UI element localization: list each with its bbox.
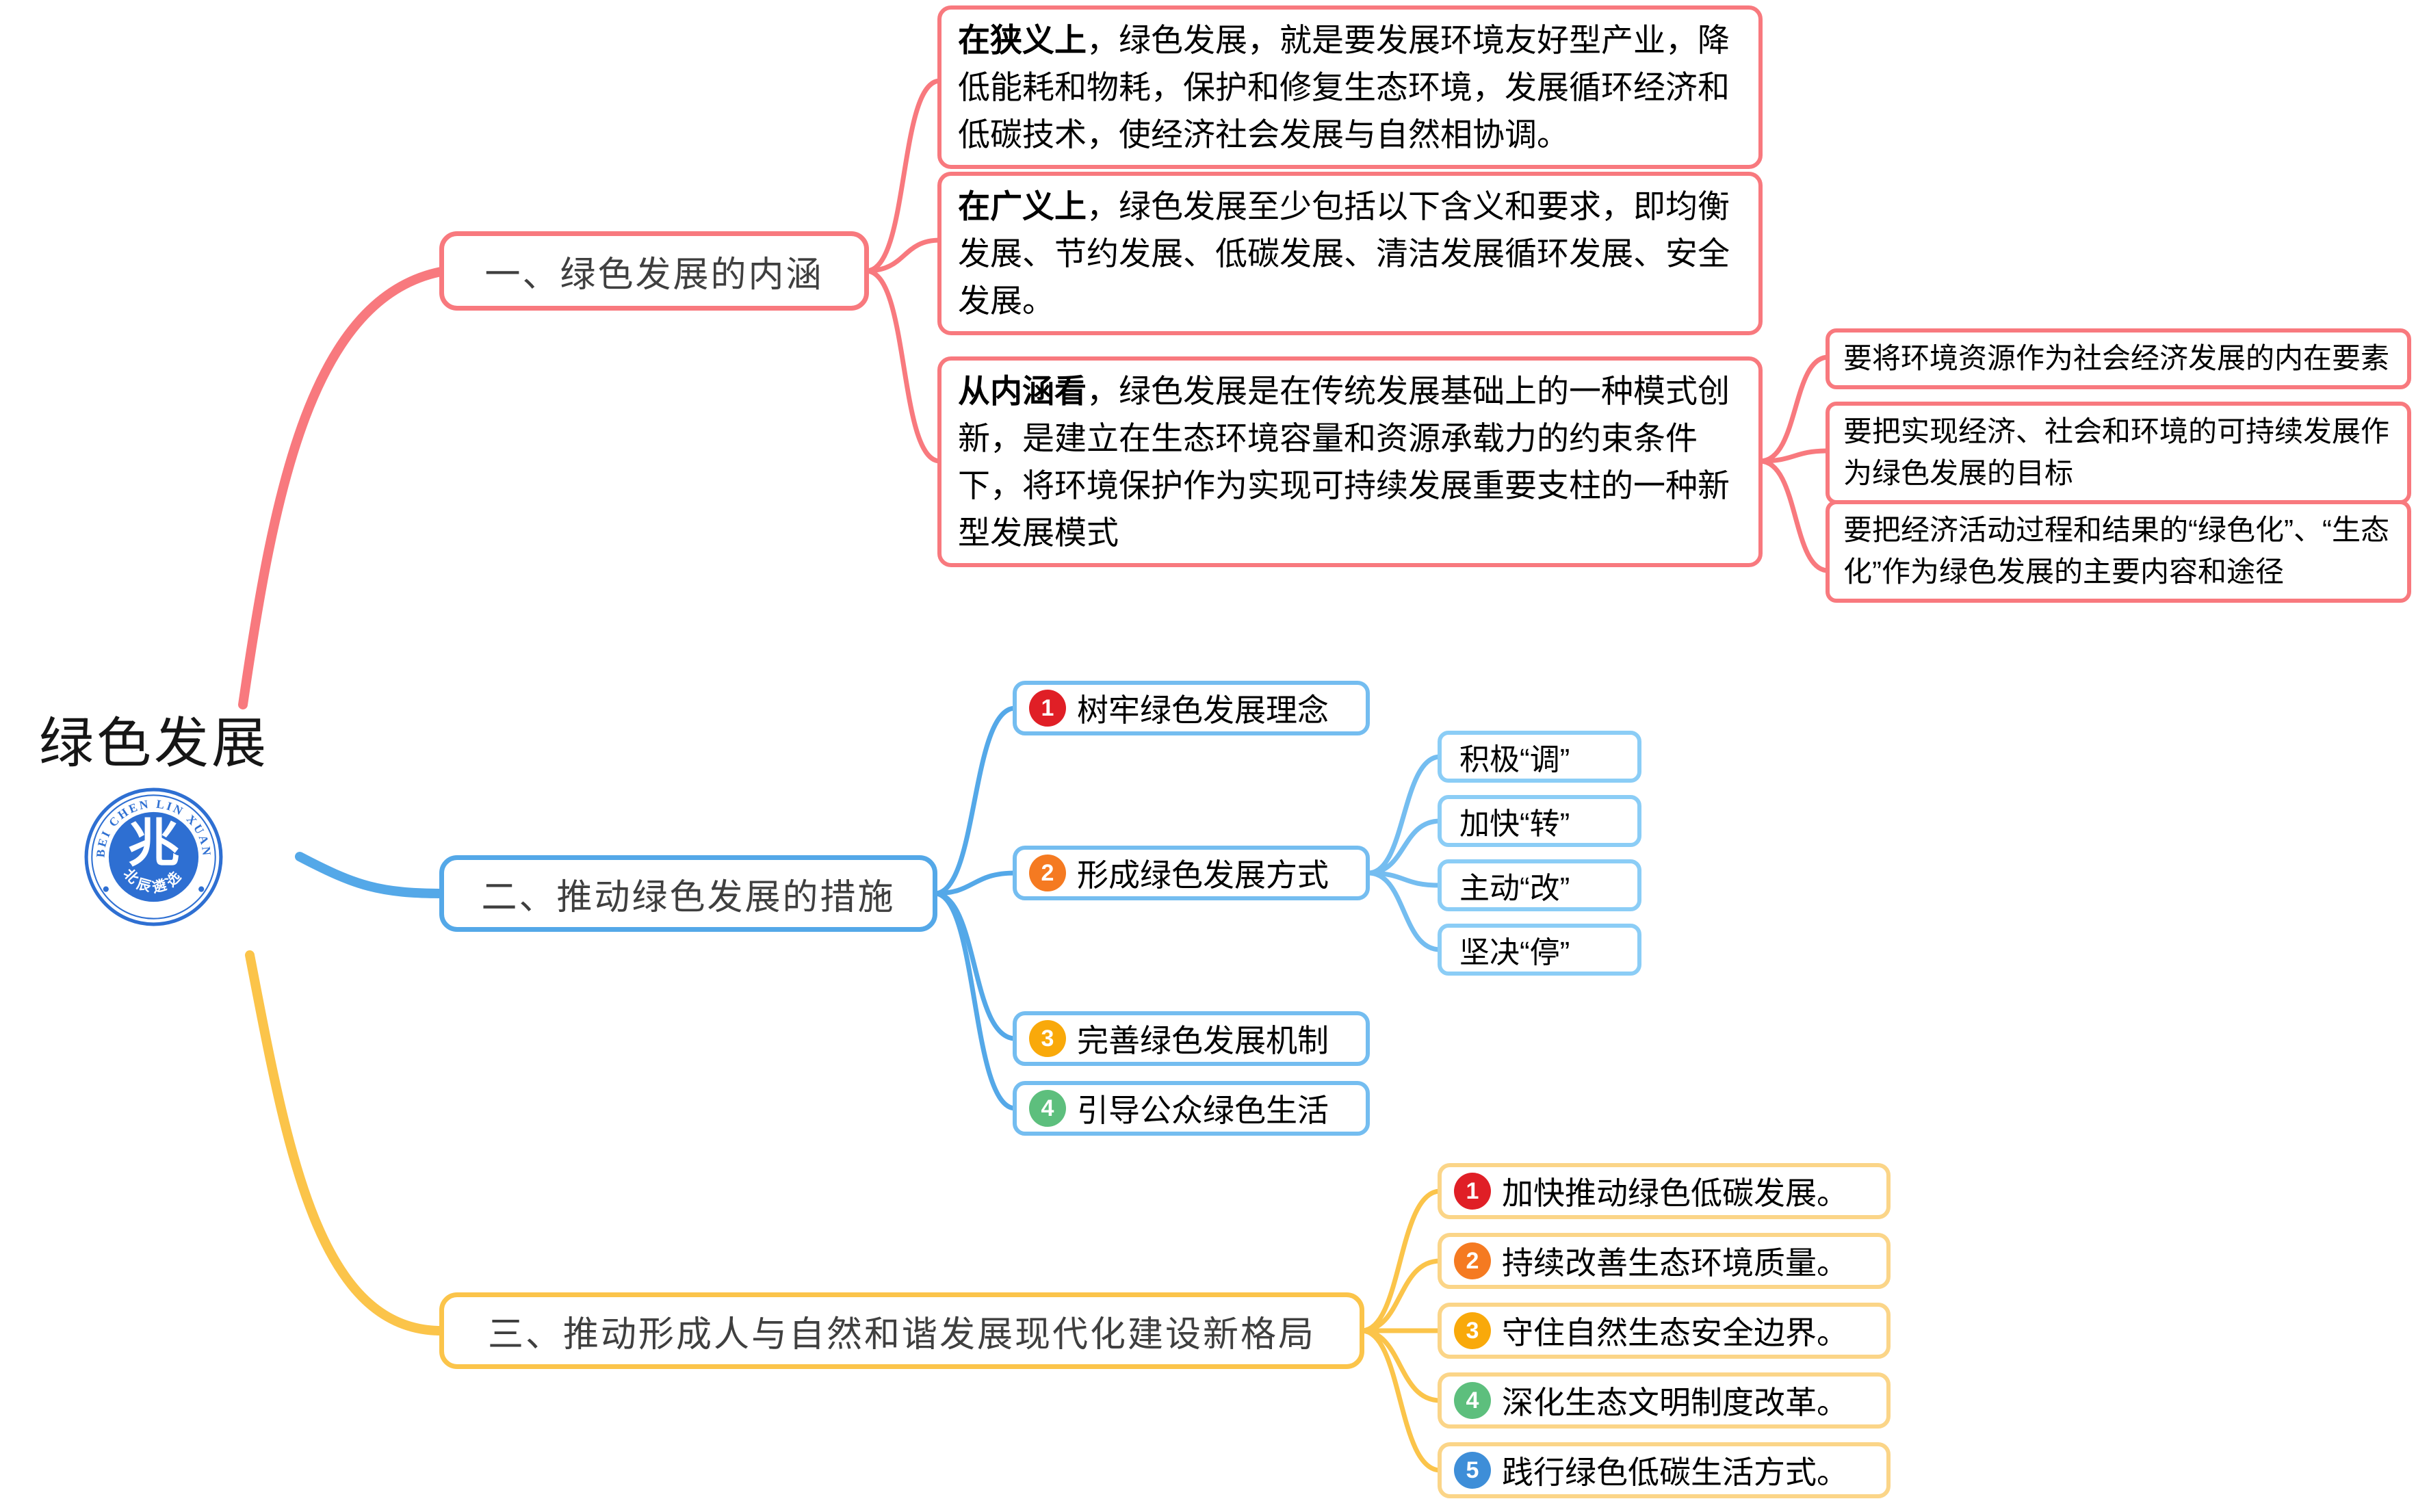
number-badge-3: 3 — [1454, 1312, 1491, 1349]
branch3-main-connector — [245, 950, 450, 1336]
topic-branch1-label: 一、绿色发展的内涵 — [484, 255, 824, 295]
number-badge-4: 4 — [1454, 1382, 1491, 1419]
logo-disc — [108, 811, 199, 902]
connector — [1359, 1188, 1443, 1333]
measure-item-1[interactable]: 1 树牢绿色发展理念 — [1013, 681, 1370, 735]
connector — [1366, 870, 1443, 952]
method-reform[interactable]: 主动“改” — [1438, 859, 1641, 911]
method-text: 积极“调” — [1459, 743, 1570, 777]
number-badge-4: 4 — [1029, 1090, 1066, 1127]
subnote-text: 要把实现经济、社会和环境的可持续发展作为绿色发展的目标 — [1843, 415, 2390, 489]
method-transform[interactable]: 加快“转” — [1438, 795, 1641, 847]
topic-branch3[interactable]: 三、推动形成人与自然和谐发展现代化建设新格局 — [439, 1292, 1364, 1369]
subnote-2[interactable]: 要把实现经济、社会和环境的可持续发展作为绿色发展的目标 — [1826, 402, 2411, 504]
connector — [1366, 818, 1443, 876]
connector — [932, 891, 1018, 1111]
brand-logo: BEI CHEN LIN XUAN 兆 北辰遴选 — [83, 787, 224, 927]
measure-item-text: 树牢绿色发展理念 — [1077, 692, 1329, 728]
measure-item-text: 引导公众绿色生活 — [1077, 1093, 1329, 1128]
connector — [932, 870, 1018, 896]
subnote-text: 要将环境资源作为社会经济发展的内在要素 — [1843, 342, 2390, 374]
pattern-item-text: 深化生态文明制度改革。 — [1502, 1385, 1848, 1420]
method-stop[interactable]: 坚决“停” — [1438, 924, 1641, 976]
number-badge-5: 5 — [1454, 1452, 1491, 1489]
connector — [1757, 354, 1831, 464]
method-text: 主动“改” — [1459, 872, 1570, 905]
note-body: ，绿色发展至少包括以下含义和要求，即均衡发展、节约发展、低碳发展、清洁发展循环发… — [958, 188, 1730, 320]
note-connotation[interactable]: 从内涵看，绿色发展是在传统发展基础上的一种模式创新，是建立在生态环境容量和资源承… — [937, 356, 1763, 568]
logo-dot-left — [103, 886, 109, 892]
connector — [863, 78, 943, 274]
measure-item-text: 形成绿色发展方式 — [1077, 857, 1329, 893]
measure-item-4[interactable]: 4 引导公众绿色生活 — [1013, 1081, 1370, 1136]
connector — [932, 705, 1018, 896]
note-body: ，绿色发展是在传统发展基础上的一种模式创新，是建立在生态环境容量和资源承载力的约… — [958, 373, 1730, 551]
connector — [1366, 754, 1443, 876]
note-body: ，绿色发展，就是要发展环境友好型产业，降低能耗和物耗，保护和修复生态环境，发展循… — [958, 22, 1730, 153]
subnote-1[interactable]: 要将环境资源作为社会经济发展的内在要素 — [1826, 328, 2411, 389]
method-text: 加快“转” — [1459, 807, 1570, 841]
note-narrow-sense[interactable]: 在狭义上，绿色发展，就是要发展环境友好型产业，降低能耗和物耗，保护和修复生态环境… — [937, 5, 1763, 170]
pattern-item-text: 持续改善生态环境质量。 — [1502, 1245, 1848, 1281]
connector — [863, 237, 943, 274]
logo-figure-glyph: 兆 — [128, 816, 180, 873]
brand-logo-seal: BEI CHEN LIN XUAN 兆 北辰遴选 — [84, 787, 223, 926]
pattern-item-3[interactable]: 3 守住自然生态安全边界。 — [1438, 1303, 1891, 1359]
topic-branch2-label: 二、推动绿色发展的措施 — [481, 877, 896, 917]
topic-branch3-label: 三、推动形成人与自然和谐发展现代化建设新格局 — [487, 1314, 1316, 1355]
measure-item-3[interactable]: 3 完善绿色发展机制 — [1013, 1011, 1370, 1066]
number-badge-1: 1 — [1029, 690, 1066, 727]
topic-branch2[interactable]: 二、推动绿色发展的措施 — [439, 855, 937, 932]
connector — [863, 268, 943, 464]
connector — [1757, 458, 1831, 573]
number-badge-2: 2 — [1454, 1242, 1491, 1279]
connector — [1359, 1328, 1443, 1473]
connector — [1359, 1258, 1443, 1333]
pattern-item-1[interactable]: 1 加快推动绿色低碳发展。 — [1438, 1163, 1891, 1219]
topic-branch1[interactable]: 一、绿色发展的内涵 — [439, 231, 869, 311]
note-broad-sense[interactable]: 在广义上，绿色发展至少包括以下含义和要求，即均衡发展、节约发展、低碳发展、清洁发… — [937, 172, 1763, 336]
pattern-item-text: 加快推动绿色低碳发展。 — [1502, 1175, 1848, 1211]
subnote-text: 要把经济活动过程和结果的“绿色化”、“生态化”作为绿色发展的主要内容和途径 — [1843, 514, 2389, 588]
method-text: 坚决“停” — [1459, 936, 1570, 969]
pattern-item-text: 践行绿色低碳生活方式。 — [1502, 1455, 1848, 1490]
number-badge-2: 2 — [1029, 855, 1066, 891]
logo-dot-right — [198, 886, 205, 892]
note-lead: 在狭义上 — [958, 22, 1087, 58]
connector — [1359, 1328, 1443, 1403]
measure-item-2[interactable]: 2 形成绿色发展方式 — [1013, 846, 1370, 900]
pattern-item-2[interactable]: 2 持续改善生态环境质量。 — [1438, 1233, 1891, 1289]
branch2-main-connector — [295, 852, 450, 898]
number-badge-3: 3 — [1029, 1020, 1066, 1057]
branch1-main-connector — [238, 266, 450, 709]
pattern-item-4[interactable]: 4 深化生态文明制度改革。 — [1438, 1372, 1891, 1429]
measure-item-text: 完善绿色发展机制 — [1077, 1023, 1329, 1058]
connector — [1757, 448, 1831, 464]
central-topic-title[interactable]: 绿色发展 — [39, 713, 269, 774]
pattern-item-text: 守住自然生态安全边界。 — [1502, 1315, 1848, 1351]
number-badge-1: 1 — [1454, 1173, 1491, 1210]
note-lead: 从内涵看 — [958, 373, 1087, 409]
method-adjust[interactable]: 积极“调” — [1438, 731, 1641, 783]
subnote-3[interactable]: 要把经济活动过程和结果的“绿色化”、“生态化”作为绿色发展的主要内容和途径 — [1826, 500, 2411, 603]
pattern-item-5[interactable]: 5 践行绿色低碳生活方式。 — [1438, 1442, 1891, 1498]
note-lead: 在广义上 — [958, 188, 1087, 224]
logo-inner-ring — [91, 794, 216, 920]
